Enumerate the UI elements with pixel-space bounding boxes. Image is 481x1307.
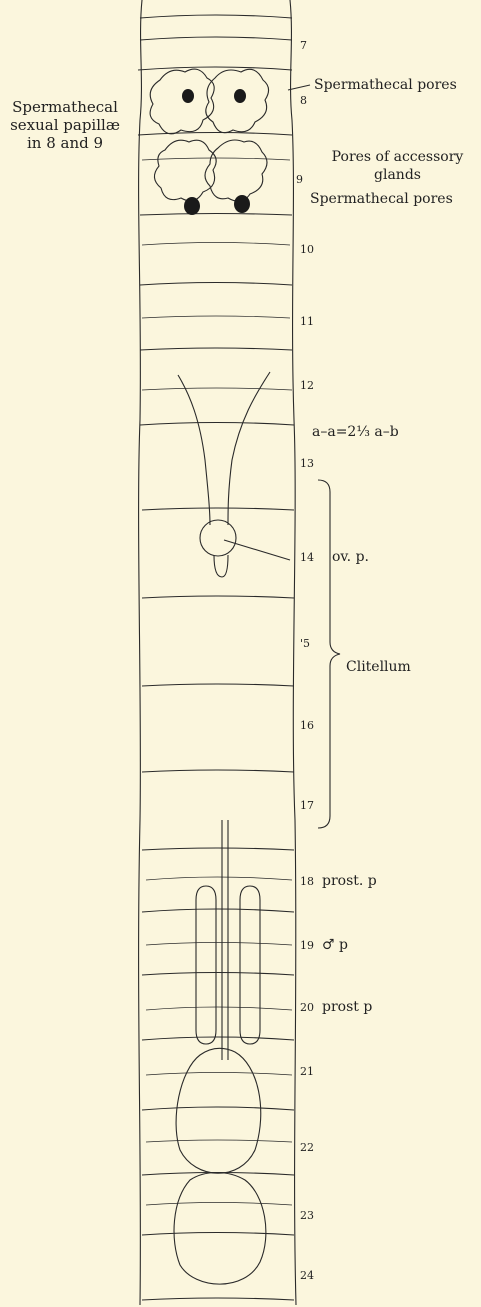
segment-20: 20 <box>300 1002 314 1013</box>
segment-15: '5 <box>300 638 310 649</box>
segment-18: 18 <box>300 876 314 887</box>
label-papillae-line3: in 8 and 9 <box>0 134 130 152</box>
segment-8: 8 <box>300 95 307 106</box>
ov-pore-rosette <box>200 520 236 556</box>
label-accessory-line2: glands <box>315 166 480 184</box>
segment-24: 24 <box>300 1270 314 1281</box>
spermathecal-pore-left-9 <box>184 197 200 215</box>
segment-23: 23 <box>300 1210 314 1221</box>
segment-21: 21 <box>300 1066 314 1077</box>
segment-9: 9 <box>296 174 303 185</box>
segment-10: 10 <box>300 244 314 255</box>
label-ratio: a–a=2⅓ a–b <box>312 425 399 439</box>
segment-11: 11 <box>300 316 314 327</box>
segment-17: 17 <box>300 800 314 811</box>
label-ov-pore: ov. p. <box>332 550 369 564</box>
label-spermathecal-pores-9: Spermathecal pores <box>310 192 453 206</box>
gland-field-21-22 <box>176 1048 261 1173</box>
label-accessory-glands: Pores of accessory glands <box>315 148 480 184</box>
spermathecal-pore-right <box>234 89 246 103</box>
body-outline-left <box>139 0 142 1305</box>
segment-14: 14 <box>300 552 314 563</box>
segment-19: 19 <box>300 940 314 951</box>
ventral-field-13 <box>178 375 210 525</box>
label-prost-20: prost p <box>322 1000 372 1014</box>
segment-12: 12 <box>300 380 314 391</box>
label-male-19: ♂ p <box>322 938 348 952</box>
segment-22: 22 <box>300 1142 314 1153</box>
label-accessory-line1: Pores of accessory <box>315 148 480 166</box>
spermathecal-pore-left <box>182 89 194 103</box>
label-papillae-line1: Spermathecal <box>0 98 130 116</box>
prostatic-grooves <box>196 820 260 1060</box>
segment-13: 13 <box>300 458 314 469</box>
label-papillae: Spermathecal sexual papillæ in 8 and 9 <box>0 98 130 152</box>
papillae-9 <box>154 140 267 201</box>
label-prost-18: prost. p <box>322 874 377 888</box>
label-spermathecal-pores-8: Spermathecal pores <box>314 78 457 92</box>
segment-7: 7 <box>300 40 307 51</box>
spermathecal-pore-right-9 <box>234 195 250 213</box>
papillae-8 <box>150 69 268 134</box>
label-clitellum: Clitellum <box>346 660 411 674</box>
clitellum-brace <box>318 480 340 828</box>
gland-field-22-23 <box>174 1173 266 1285</box>
segment-16: 16 <box>300 720 314 731</box>
segment-lines <box>138 15 294 1300</box>
label-papillae-line2: sexual papillæ <box>0 116 130 134</box>
